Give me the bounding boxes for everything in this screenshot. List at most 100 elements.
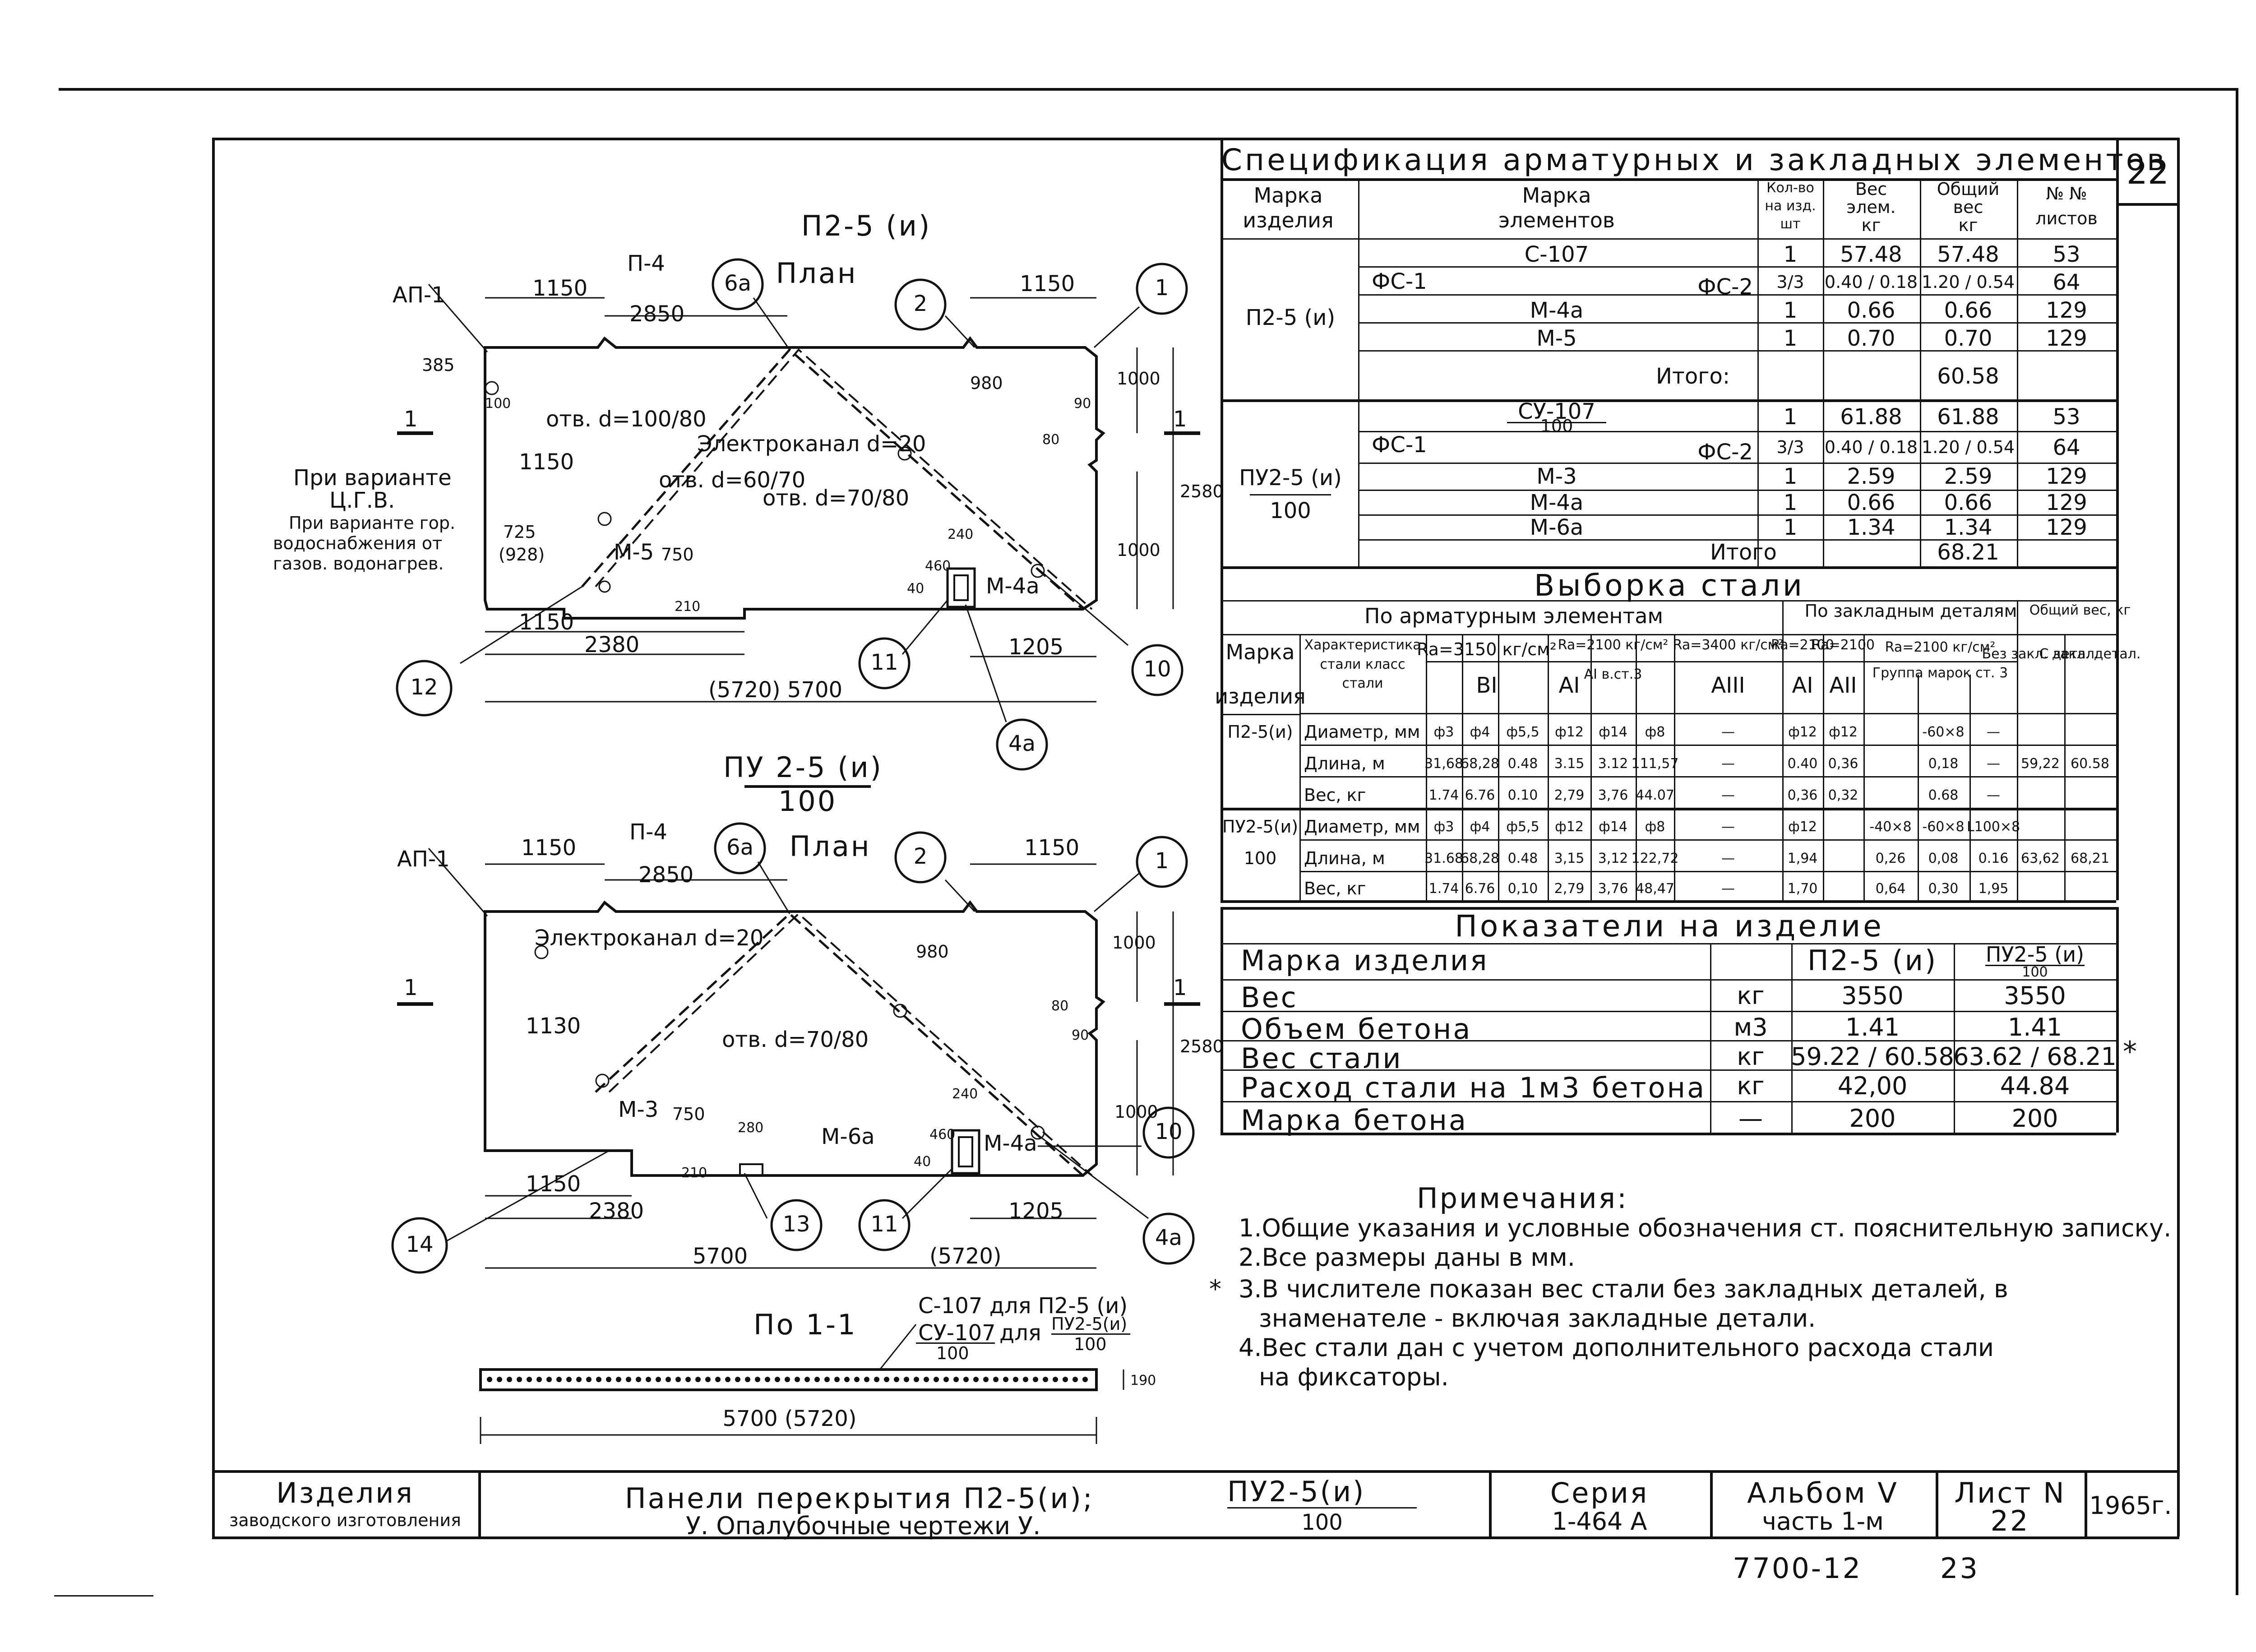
plan1-variant1: При варианте [293,465,452,491]
steel-row-cell: -60×8 [1922,724,1965,740]
steel-row-cell: ф14 [1599,724,1627,740]
plan2-d40: 40 [914,1154,931,1170]
steel-char-header-1: Характеристика [1304,637,1421,653]
spec-row-qty: 1 [1783,515,1798,540]
rebar-dot [745,1377,750,1382]
rebar-dot [795,1377,800,1382]
steel-row-label: Вес, кг [1304,785,1366,805]
plan1-drawing [396,258,1200,771]
rebar-dot [953,1377,959,1382]
spec-row-total: 2.59 [1944,464,1992,489]
plan2-title: ПУ 2-5 (и) [723,751,883,784]
plan1-callout-12: 12 [410,675,438,700]
plan2-subtitle: План [789,830,871,863]
plan2-d1000a: 1000 [1112,933,1156,953]
plan2-callout-11: 11 [870,1212,898,1237]
steel-row-cell: 1,95 [1978,881,2009,897]
spec-row-qty: 1 [1783,404,1798,430]
plan2-callout-14: 14 [406,1232,434,1257]
plan2-d5700: 5700 [693,1244,748,1269]
hdr-element-mark-2: элементов [1498,208,1615,232]
spec-row-sheets: 129 [2046,490,2087,515]
hdr-weight-2: элем. [1846,197,1896,217]
indicators-asterisk: * [2123,1035,2139,1068]
steel-row-cell: 3,12 [1598,851,1628,866]
rebar-dot [834,1377,840,1382]
steel-row-cell: 0,30 [1928,881,1959,897]
rebar-dot [804,1377,810,1382]
steel-row-cell: — [1987,756,2000,772]
stamp-main1-den: 100 [1301,1510,1343,1535]
spec-row-weight: 57.48 [1840,242,1902,267]
rebar-dot [1003,1377,1008,1382]
plan1-d240: 240 [948,527,974,542]
rebar-dot [586,1377,592,1382]
plan2-callout-13: 13 [782,1212,810,1237]
spec-row-weight: 0.40 / 0.18 [1824,437,1918,457]
rebar-dot [884,1377,889,1382]
steel-row-cell: ф3 [1433,819,1454,835]
plan1-section-left: 1 [404,407,418,432]
stamp-album: часть 1-м [1762,1507,1884,1536]
plan1-d100: 100 [485,396,511,412]
plan2-section-right: 1 [1173,975,1187,1000]
steel-row-cell: 1,70 [1787,881,1818,897]
steel-row-cell: 1.74 [1428,787,1459,803]
indicator-v2: 63.62 / 68.21 [1953,1042,2117,1071]
stamp-year: 1965г. [2089,1491,2172,1520]
steel-row-label: Вес, кг [1304,879,1366,898]
rebar-dot [705,1377,711,1382]
section-note2: СУ-107 [918,1320,996,1346]
hdr-qty-2: на изд. [1765,198,1816,214]
plan1-otv2: отв. d=60/70 [659,467,806,493]
rebar-dot [527,1377,532,1382]
steel-row-cell: ф12 [1555,724,1584,740]
plan2-d1205: 1205 [1008,1199,1064,1224]
plan2-elkanal: Электроканал d=20 [535,925,764,951]
rebar-dot [715,1377,721,1382]
spec-row-element: ФС-1 [1372,432,1427,458]
rebar-dot [626,1377,631,1382]
indicator-unit: кг [1737,981,1765,1010]
spec-group2-product-den: 100 [1270,498,1311,523]
hdr-sheets-2: листов [2035,208,2098,228]
steel-row-mark: П2-5(и) [1227,722,1293,742]
steel-row-cell: — [1721,851,1735,866]
steel-row-cell: 0.40 [1787,756,1818,772]
rebar-dot [497,1377,502,1382]
plan1-d1000a: 1000 [1117,369,1160,389]
spec-row-total: 1.20 / 0.54 [1921,437,2015,457]
plan1-callouts [396,258,1188,771]
spec-row-element: М-5 [1536,326,1577,351]
sheet-number-box-left [2116,138,2119,203]
steel-row-cell: 0.48 [1507,756,1538,772]
plan2-callout-6a: 6а [726,835,754,860]
hdr-qty-1: Кол-во [1766,180,1814,196]
steel-row-cell: 3,76 [1598,881,1628,897]
plan1-d460: 460 [925,558,951,574]
section-note2-den: 100 [936,1343,969,1363]
spec-row-element: С-107 [1524,242,1589,267]
rebar-dot [725,1377,730,1382]
steel-row-cell: 1.74 [1428,881,1459,897]
rebar-dot [844,1377,850,1382]
steel-title: Выборка стали [1534,568,1805,603]
section-drawing [479,1324,1124,1444]
indicator-v1: 1.41 [1845,1013,1900,1041]
stamp-left1: Изделия [276,1476,414,1509]
spec-row-element-2: ФС-2 [1697,274,1753,300]
note-4b: на фиксаторы. [1259,1363,1449,1391]
plan2-callouts [391,822,1195,1274]
rebar-dot [993,1377,999,1382]
steel-row-cell: 0,10 [1507,881,1538,897]
rebar-dot [785,1377,790,1382]
plan2-d1150c: 1150 [526,1171,581,1197]
spec-row-element: М-4а [1530,298,1584,323]
spec-row-weight: 0.66 [1847,490,1895,515]
stamp-main2: У. Опалубочные чертежи У. [686,1512,1041,1540]
steel-ra-small-2: Ra=2100 [1811,637,1875,653]
rebar-dot [675,1377,681,1382]
steel-row-cell: — [1721,724,1735,740]
spec-row-total: 0.66 [1944,490,1992,515]
